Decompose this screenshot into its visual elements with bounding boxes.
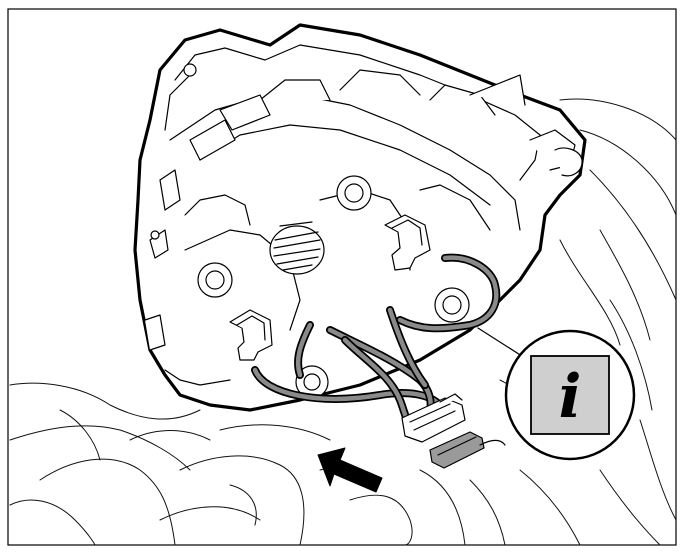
wiring-harness <box>251 253 501 428</box>
mounting-bosses <box>150 63 470 399</box>
retaining-clip-upper <box>384 214 431 271</box>
spring <box>269 221 325 275</box>
figure-frame <box>7 8 677 546</box>
arrow-icon <box>317 447 383 493</box>
info-glyph: i <box>559 362 582 432</box>
retaining-clip-lower <box>229 309 273 361</box>
information-icon: i <box>504 329 636 461</box>
connector-plug <box>401 393 466 443</box>
steering-wheel-background <box>9 98 677 546</box>
callout-leader <box>477 327 526 359</box>
connector-socket <box>429 431 506 469</box>
